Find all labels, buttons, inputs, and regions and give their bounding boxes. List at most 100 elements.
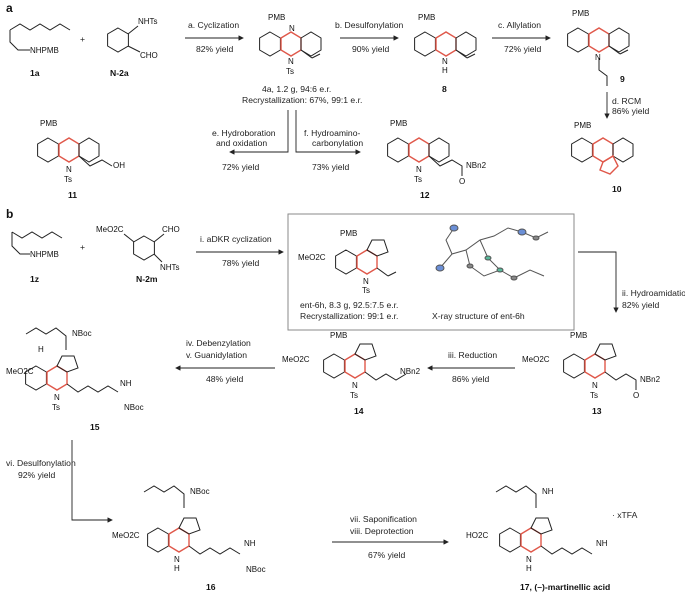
step-ii-yield: 82% yield — [622, 300, 659, 310]
compound-11-n: N — [66, 165, 72, 174]
step-b-label: b. Desulfonylation — [335, 20, 404, 30]
compound-12-ts: Ts — [414, 175, 422, 184]
compound-4a-n2: N — [288, 57, 294, 66]
compound-12-label: 12 — [420, 190, 430, 200]
plus-sign-b: + — [80, 242, 85, 252]
compound-14-n: N — [352, 381, 358, 390]
compound-8-pmb: PMB — [418, 13, 435, 22]
compound-13-ester: MeO2C — [522, 355, 550, 364]
compound-13-pmb: PMB — [570, 331, 587, 340]
compound-11-oh: OH — [113, 161, 125, 170]
compound-17-tfa: · xTFA — [612, 510, 638, 520]
step-i-yield: 78% yield — [222, 258, 259, 268]
compound-17-nh: NH — [596, 539, 608, 548]
compound-1a-nhpmb: NHPMB — [30, 46, 59, 55]
compound-16-nh: NH — [244, 539, 256, 548]
arrow-step-e — [229, 110, 289, 155]
compound-14-ts: Ts — [350, 391, 358, 400]
compound-9-structure — [567, 27, 630, 86]
step-f-label-1: f. Hydroamino- — [304, 128, 360, 138]
compound-12-pmb: PMB — [390, 119, 407, 128]
step-b-yield: 90% yield — [352, 44, 389, 54]
compound-4a-pmb: PMB — [268, 13, 285, 22]
compound-12-n: N — [416, 165, 422, 174]
compound-4a-structure — [259, 31, 322, 59]
compound-13-o: O — [633, 391, 639, 400]
compound-17-n: N — [526, 555, 532, 564]
compound-8-h: H — [442, 66, 448, 75]
compound-8-nh: N — [442, 57, 448, 66]
step-e-yield: 72% yield — [222, 162, 259, 172]
compound-11-structure — [37, 137, 113, 167]
step-f-label-2: carbonylation — [312, 138, 363, 148]
compound-15-nboc-top: NBoc — [72, 329, 92, 338]
ent-6h-frame — [287, 213, 575, 331]
compound-17-h: H — [526, 564, 532, 573]
step-e-label-1: e. Hydroboration — [212, 128, 276, 138]
step-iv-label: iv. Debenzylation — [186, 338, 251, 348]
compound-15-nh: NH — [120, 379, 132, 388]
compound-15-nboc-bottom: NBoc — [124, 403, 144, 412]
step-vi-label: vi. Desulfonylation — [6, 458, 76, 468]
compound-15-h: H — [38, 345, 44, 354]
compound-15-n: N — [54, 393, 60, 402]
compound-9-pmb: PMB — [572, 9, 589, 18]
compound-2a-label: N-2a — [110, 68, 129, 78]
compound-15-ester: MeO2C — [6, 367, 34, 376]
compound-2a-nhts: NHTs — [138, 17, 158, 26]
step-a-label: a. Cyclization — [188, 20, 239, 30]
compound-6h-ts: Ts — [362, 286, 370, 295]
compound-13-ts: Ts — [590, 391, 598, 400]
compound-10-label: 10 — [612, 184, 622, 194]
compound-9-label: 9 — [620, 74, 625, 84]
step-viii-label: viii. Deprotection — [350, 526, 414, 536]
step-vii-yield: 67% yield — [368, 550, 405, 560]
compound-13-nbn2: NBn2 — [640, 375, 661, 384]
compound-14-structure — [323, 343, 407, 381]
compound-13-structure — [563, 343, 637, 390]
compound-6h-pmb: PMB — [340, 229, 357, 238]
compound-2m-nhts: NHTs — [160, 263, 180, 272]
compound-2a-cho: CHO — [140, 51, 158, 60]
compound-10-pmb: PMB — [574, 121, 591, 130]
compound-11-ts: Ts — [64, 175, 72, 184]
step-i-label: i. aDKR cyclization — [200, 234, 272, 244]
compound-1a-structure — [9, 23, 71, 51]
compound-16-h: H — [174, 564, 180, 573]
compound-17-nh-top: NH — [542, 487, 554, 496]
compound-13-n: N — [592, 381, 598, 390]
compound-6h-ester: MeO2C — [298, 253, 326, 262]
compound-16-structure — [143, 485, 241, 555]
compound-12-o: O — [459, 177, 465, 186]
compound-2m-ester: MeO2C — [96, 225, 124, 234]
compound-4a-recryst: Recrystallization: 67%, 99:1 e.r. — [242, 95, 362, 105]
step-vii-label: vii. Saponification — [350, 514, 417, 524]
xray-structure-image — [435, 224, 549, 281]
ent-6h-label: ent-6h, 8.3 g, 92.5:7.5 e.r. — [300, 300, 398, 310]
compound-14-pmb: PMB — [330, 331, 347, 340]
compound-16-nboc-bottom: NBoc — [246, 565, 266, 574]
compound-2m-structure — [123, 233, 165, 263]
step-e-label-2: and oxidation — [216, 138, 267, 148]
compound-4a-n1: N — [289, 24, 295, 33]
compound-12-nbn2: NBn2 — [466, 161, 487, 170]
compound-12-structure — [387, 137, 463, 176]
step-c-label: c. Allylation — [498, 20, 541, 30]
compound-2m-cho: CHO — [162, 225, 180, 234]
step-a-yield: 82% yield — [196, 44, 233, 54]
compound-11-pmb: PMB — [40, 119, 57, 128]
compound-15-label: 15 — [90, 422, 100, 432]
step-v-label: v. Guanidylation — [186, 350, 247, 360]
step-d-label: d. RCM — [612, 96, 641, 106]
compound-8-label: 8 — [442, 84, 447, 94]
compound-4a-label: 4a, 1.2 g, 94:6 e.r. — [262, 84, 331, 94]
step-c-yield: 72% yield — [504, 44, 541, 54]
compound-14-label: 14 — [354, 406, 364, 416]
step-vi-yield: 92% yield — [18, 470, 55, 480]
compound-1a-label: 1a — [30, 68, 40, 78]
step-iii-label: iii. Reduction — [448, 350, 497, 360]
step-ii-label: ii. Hydroamidation — [622, 288, 685, 298]
panel-a-label: a — [6, 1, 13, 15]
compound-4a-ts: Ts — [286, 67, 294, 76]
